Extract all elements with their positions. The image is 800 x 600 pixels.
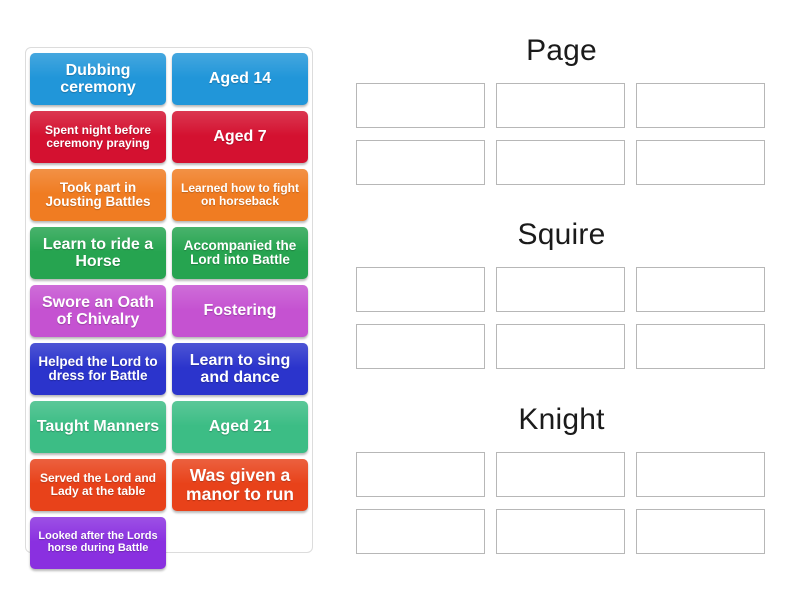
drop-slot[interactable]: [356, 324, 485, 369]
draggable-tile[interactable]: Helped the Lord to dress for Battle: [30, 343, 166, 395]
tile-row: Spent night before ceremony praying Aged…: [30, 111, 308, 163]
drop-slot[interactable]: [636, 324, 765, 369]
drop-slot[interactable]: [496, 267, 625, 312]
drop-slot[interactable]: [356, 140, 485, 185]
tile-row: Looked after the Lords horse during Batt…: [30, 517, 308, 569]
draggable-tile[interactable]: Aged 7: [172, 111, 308, 163]
drop-slot-grid: [356, 83, 767, 185]
drop-slot[interactable]: [356, 83, 485, 128]
draggable-tile[interactable]: Spent night before ceremony praying: [30, 111, 166, 163]
tile-row: Swore an Oath of Chivalry Fostering: [30, 285, 308, 337]
tile-row: Helped the Lord to dress for Battle Lear…: [30, 343, 308, 395]
category-title: Squire: [517, 218, 606, 251]
drop-slot[interactable]: [356, 452, 485, 497]
drop-slot-grid: [356, 267, 767, 369]
tile-row: Took part in Jousting Battles Learned ho…: [30, 169, 308, 221]
drop-slot[interactable]: [636, 509, 765, 554]
draggable-tile[interactable]: Served the Lord and Lady at the table: [30, 459, 166, 511]
draggable-tile[interactable]: Learn to ride a Horse: [30, 227, 166, 279]
tile-pool-panel: Dubbing ceremony Aged 14 Spent night bef…: [25, 47, 313, 569]
tile-row: Served the Lord and Lady at the table Wa…: [30, 459, 308, 511]
category-group-knight: Knight: [356, 405, 767, 554]
draggable-tile[interactable]: Aged 14: [172, 53, 308, 105]
drop-slot[interactable]: [636, 267, 765, 312]
drop-slot[interactable]: [496, 509, 625, 554]
drop-slot[interactable]: [356, 509, 485, 554]
draggable-tile[interactable]: Learn to sing and dance: [172, 343, 308, 395]
drop-slot[interactable]: [496, 324, 625, 369]
drop-slot[interactable]: [636, 140, 765, 185]
drop-slot[interactable]: [496, 140, 625, 185]
tile-row: Taught Manners Aged 21: [30, 401, 308, 453]
category-title: Page: [526, 34, 597, 67]
draggable-tile[interactable]: Was given a manor to run: [172, 459, 308, 511]
draggable-tile[interactable]: Swore an Oath of Chivalry: [30, 285, 166, 337]
draggable-tile[interactable]: Taught Manners: [30, 401, 166, 453]
draggable-tile[interactable]: Aged 21: [172, 401, 308, 453]
tile-row: Dubbing ceremony Aged 14: [30, 53, 308, 105]
category-group-squire: Squire: [356, 220, 767, 369]
category-group-page: Page: [356, 36, 767, 185]
drop-slot[interactable]: [356, 267, 485, 312]
drop-slot[interactable]: [496, 452, 625, 497]
tile-row: Learn to ride a Horse Accompanied the Lo…: [30, 227, 308, 279]
draggable-tile[interactable]: Fostering: [172, 285, 308, 337]
drop-slot-grid: [356, 452, 767, 554]
drop-slot[interactable]: [636, 83, 765, 128]
category-title: Knight: [518, 403, 605, 436]
draggable-tile[interactable]: Dubbing ceremony: [30, 53, 166, 105]
draggable-tile[interactable]: Took part in Jousting Battles: [30, 169, 166, 221]
draggable-tile[interactable]: Learned how to fight on horseback: [172, 169, 308, 221]
tile-row-filler: [172, 517, 308, 569]
draggable-tile[interactable]: Accompanied the Lord into Battle: [172, 227, 308, 279]
drop-slot[interactable]: [636, 452, 765, 497]
draggable-tile[interactable]: Looked after the Lords horse during Batt…: [30, 517, 166, 569]
drop-slot[interactable]: [496, 83, 625, 128]
